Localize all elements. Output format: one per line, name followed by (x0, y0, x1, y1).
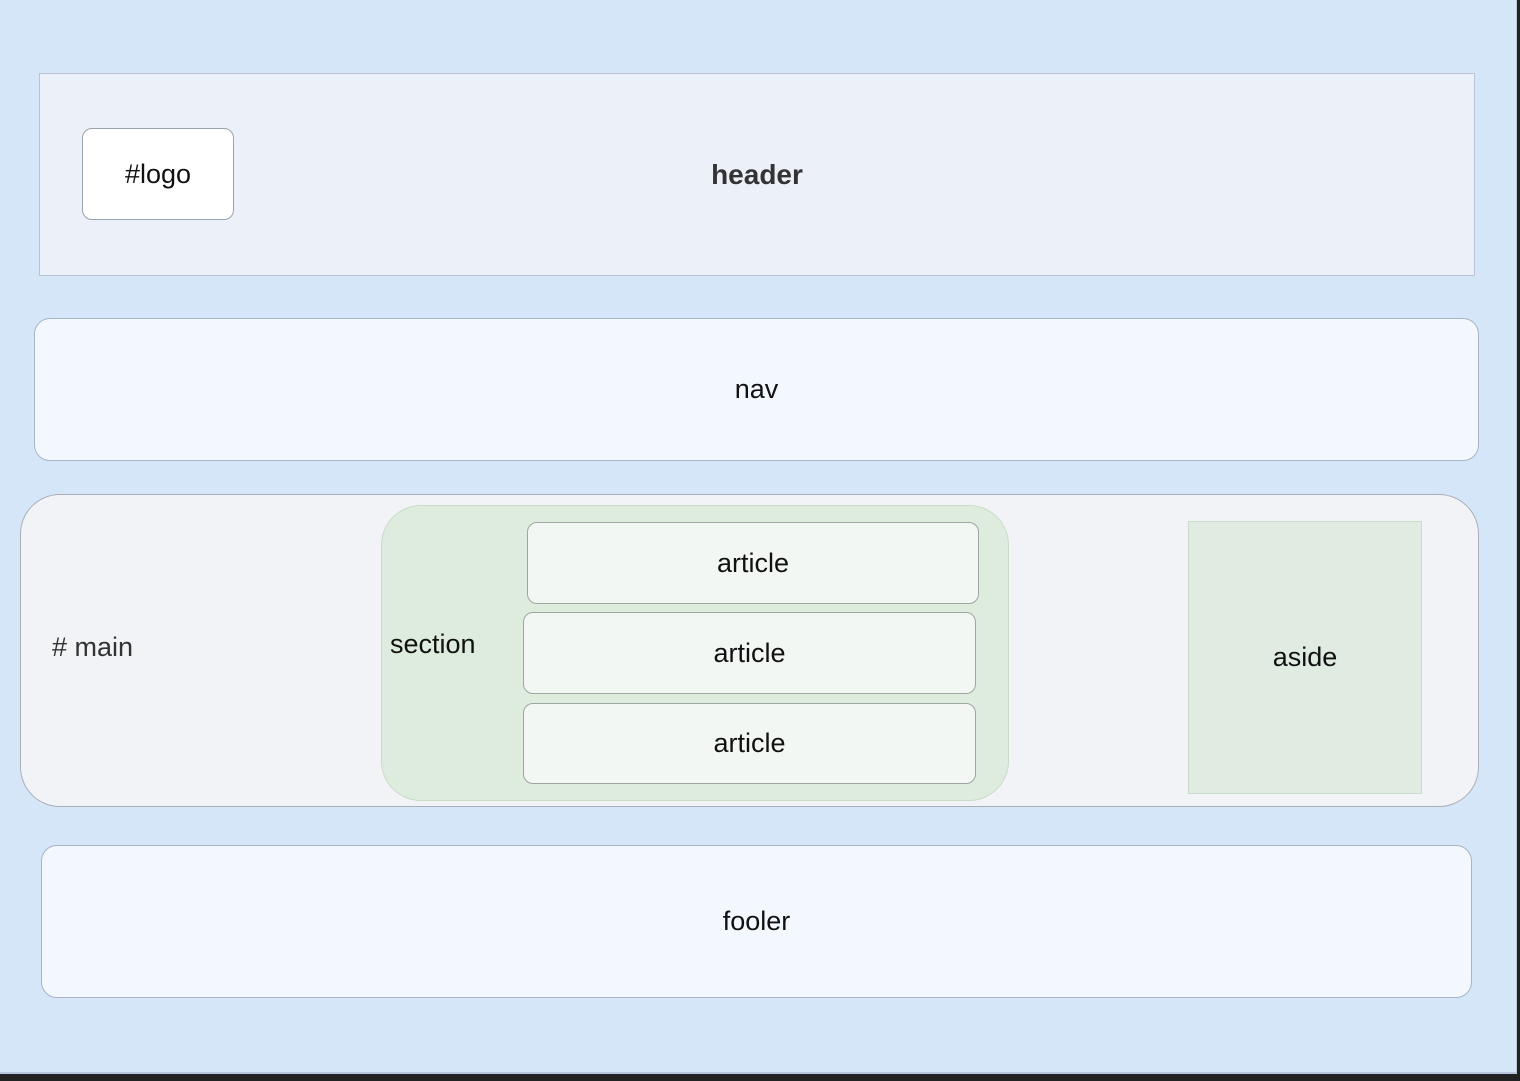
nav-label: nav (734, 374, 779, 404)
article-label: article (713, 637, 786, 668)
article-box-2: article (523, 612, 976, 694)
article-box-3: article (523, 703, 976, 784)
nav-box: nav (34, 318, 1479, 461)
header-box: header (39, 73, 1475, 276)
header-label: header (711, 158, 803, 190)
footer-label: fooler (722, 906, 791, 936)
logo-box: #logo (82, 128, 234, 220)
article-box-1: article (527, 522, 979, 604)
article-label: article (713, 728, 786, 758)
aside-box: aside (1188, 521, 1422, 794)
logo-label: #logo (124, 158, 192, 189)
section-label: section (390, 629, 476, 659)
main-label: # main (52, 632, 134, 662)
aside-label: aside (1272, 642, 1338, 672)
footer-box: fooler (41, 845, 1472, 998)
article-label: article (716, 547, 790, 578)
